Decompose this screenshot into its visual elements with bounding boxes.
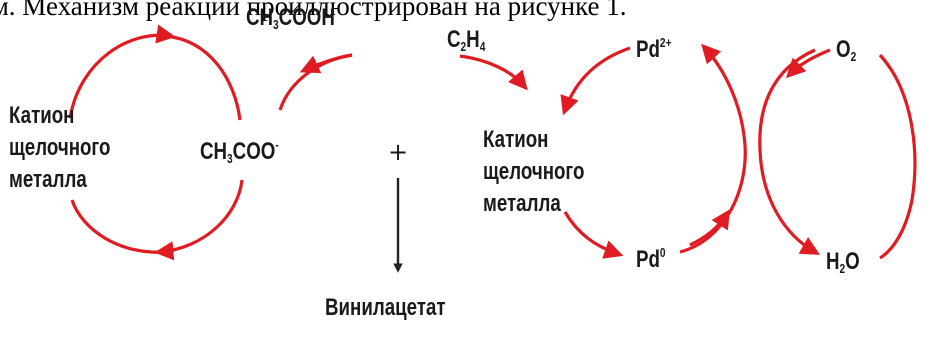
- arrow-o2-in: [785, 48, 831, 79]
- arc-left-cycle-top: [68, 24, 176, 119]
- label-pd2: Pd2+: [636, 35, 672, 63]
- caption-fragment: атом. Механизм реакции проиллюстрирован …: [0, 0, 627, 21]
- label-vinyl-acetate: Винилацетат: [325, 294, 446, 321]
- arc-left-cycle-right-down: [154, 179, 244, 261]
- label-cation-left: Катион щелочного металла: [9, 100, 110, 196]
- arc-right-outer: [878, 53, 917, 260]
- label-acetic-acid: CH3COOH: [246, 4, 335, 32]
- arc-o2-to-h2o: [758, 48, 821, 255]
- label-cation-right: Катион щелочного металла: [483, 124, 584, 220]
- label-water: H2O: [826, 248, 860, 276]
- arc-cation-to-pd0: [563, 211, 624, 259]
- arc-pd0-to-pd2: [679, 43, 747, 254]
- figure-caption-text: атом. Механизм реакции проиллюстрирован …: [0, 0, 932, 24]
- arc-left-cycle-bottom-left: [70, 199, 166, 254]
- label-oxygen: O2: [836, 36, 857, 64]
- label-cation-left-line2: щелочного: [9, 134, 111, 161]
- label-pd0: Pd0: [636, 245, 666, 273]
- label-cation-left-line1: Катион: [9, 102, 75, 129]
- arc-acetic-acid-in: [278, 53, 353, 111]
- label-plus: +: [388, 138, 409, 166]
- label-acetate: CH3COO-: [200, 137, 279, 166]
- arc-pd2-to-cation: [560, 46, 631, 116]
- arrow-pd-cycle-upper: [689, 209, 731, 247]
- arrow-acetic-acid: [299, 53, 353, 74]
- label-cation-right-line1: Катион: [483, 126, 549, 153]
- label-cation-left-line3: металла: [9, 166, 87, 193]
- arrow-ethylene: [459, 54, 528, 91]
- label-cation-right-line3: металла: [483, 190, 561, 217]
- label-cation-right-line2: щелочного: [483, 158, 585, 185]
- arc-left-cycle-top-right: [164, 34, 242, 121]
- label-ethylene: C2H4: [447, 26, 486, 54]
